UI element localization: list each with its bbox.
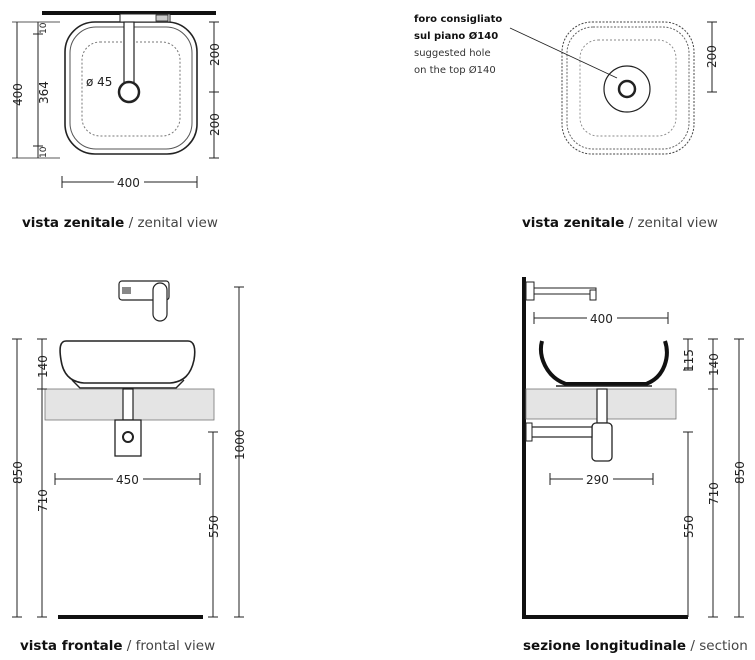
half-bottom-dim: 200 [208,113,222,136]
note-line-1: foro consigliato [414,14,502,25]
tap-height-dim: 1000 [233,429,247,460]
tap-body [119,13,171,23]
top-height-dim: 710 [707,482,721,505]
drain-pipe [122,388,134,421]
drain-height-dim: 550 [682,515,696,538]
width-dim: 400 [117,176,140,190]
waste-pipe [525,426,593,438]
note-line-2: sul piano Ø140 [414,30,498,42]
siphon-body [591,422,613,462]
rim-top-dim: 10 [39,22,49,34]
note-line-3: suggested hole [414,48,491,59]
tap-plate [525,281,535,301]
longitudinal-section: 400 290 115 550 140 710 850 sezione long… [522,277,748,654]
wall-flange [525,422,533,442]
width-dim: 450 [116,473,139,487]
total-height-dim: 850 [11,461,25,484]
basin-base [71,379,185,389]
depth-115-dim: 115 [682,349,696,372]
tap-spout [123,21,135,85]
top-height-dim: 710 [36,489,50,512]
basin-height-dim: 140 [707,353,721,376]
basin-section [539,340,669,386]
drain-pipe [596,388,608,424]
tap-lever [152,282,168,322]
frontal-view: 140 850 710 450 550 1000 vista frontale … [11,280,247,654]
tap-outlet [589,289,597,301]
total-height-dim: 850 [733,461,747,484]
basin-bowl-outline [579,39,677,137]
suggested-hole-inner [617,79,637,99]
caption-bottom-left: vista frontale / frontal view [20,638,215,654]
tap-lever [155,14,169,22]
basin-body [59,340,196,384]
overall-depth-dim: 400 [11,83,25,106]
basin-outline [561,21,695,155]
tap-spout [533,287,597,295]
basin-inner-outline [566,26,690,150]
hole-diameter-label: ø 45 [86,75,112,89]
basin-height-dim: 140 [36,355,50,378]
caption-top-left: vista zenitale / zenital view [22,215,218,231]
width-dim: 400 [590,312,613,326]
drain-height-dim: 550 [207,515,221,538]
inner-depth-dim: 364 [37,81,51,104]
zenital-view-suggested-hole: foro consigliato sul piano Ø140 suggeste… [414,14,719,231]
half-top-dim: 200 [208,43,222,66]
half-dim: 200 [705,45,719,68]
zenital-view-with-tap: ø 45 400 364 10 10 200 200 400 vista zen… [11,11,222,231]
drain-hole [117,80,141,104]
note-line-4: on the top Ø140 [414,64,496,76]
siphon-body [114,419,142,457]
rim-bottom-dim: 10 [39,146,49,158]
caption-top-right: vista zenitale / zenital view [522,215,718,231]
drain-width-dim: 290 [586,473,609,487]
caption-bottom-right: sezione longitudinale / section [523,638,748,654]
tap-spout-stub [122,287,131,294]
leader-line [509,27,618,79]
siphon-cap [122,431,134,443]
suggested-hole-outer [603,65,651,113]
